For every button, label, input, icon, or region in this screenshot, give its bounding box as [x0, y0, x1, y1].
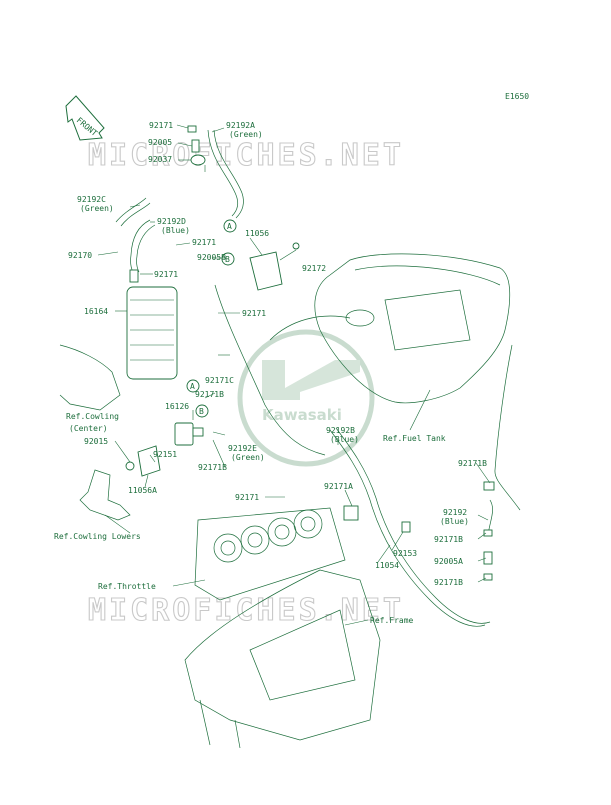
hose-92192d: [130, 219, 151, 273]
label-ref-cowling-lowers: Ref.Cowling Lowers: [54, 532, 141, 541]
label-92192b: 92192B: [326, 426, 355, 435]
ref-throttle-outline: [194, 507, 346, 601]
callout-b-lower-label: B: [199, 407, 204, 416]
label-92171-b: 92171: [192, 238, 216, 247]
label-92170: 92170: [68, 251, 92, 260]
label-92171b-d: 92171B: [434, 535, 463, 544]
label-92153: 92153: [393, 549, 417, 558]
callout-a-lower: [186, 379, 200, 393]
label-92192c-color: (Green): [80, 204, 114, 213]
callout-b-upper: [221, 252, 235, 266]
callout-b-lower: [195, 404, 209, 418]
label-92192: 92192: [443, 508, 467, 517]
label-92005-top: 92005: [148, 138, 172, 147]
label-ref-fuel-tank: Ref.Fuel Tank: [383, 434, 446, 443]
label-16126: 16126: [165, 402, 189, 411]
ref-cowling-center-outline: [59, 344, 121, 411]
canister-16164-icon: [126, 269, 178, 380]
label-92171-e: 92171: [235, 493, 259, 502]
label-92192d-color: (Blue): [161, 226, 190, 235]
fitting-92005-icon: [191, 139, 200, 153]
label-92192c: 92192C: [77, 195, 106, 204]
leader-lines: [97, 124, 491, 626]
clamp-92171b-d-icon: [483, 529, 493, 537]
clamp-92171b-e-icon: [483, 573, 493, 581]
hose-upper-run: [214, 284, 326, 456]
label-92015: 92015: [84, 437, 108, 446]
valve-16126-icon: [174, 422, 204, 446]
label-92192d: 92192D: [157, 217, 186, 226]
label-92151: 92151: [153, 450, 177, 459]
fitting-92037-icon: [190, 154, 206, 166]
logo-text: Kawasaki: [262, 406, 342, 424]
label-92172: 92172: [302, 264, 326, 273]
bolt-92172-icon: [292, 242, 300, 250]
label-92171-top: 92171: [149, 121, 173, 130]
label-92037: 92037: [148, 155, 172, 164]
ref-fuel-tank-outline: [269, 253, 511, 404]
label-92192-color: (Blue): [440, 517, 469, 526]
label-92005b: 92005B: [197, 253, 226, 262]
label-92192e: 92192E: [228, 444, 257, 453]
label-16164: 16164: [84, 307, 108, 316]
label-92171b-a: 92171B: [195, 390, 224, 399]
callout-a-upper-label: A: [227, 222, 232, 231]
label-92192a: 92192A: [226, 121, 255, 130]
bracket-11056a-icon: [137, 445, 161, 477]
label-11056a: 11056A: [128, 486, 157, 495]
diagram-code: E1650: [505, 92, 529, 101]
ref-frame-outline: [184, 569, 381, 749]
bolt-92153-icon: [401, 521, 411, 533]
clamp-92171b-c-icon: [483, 481, 495, 491]
label-11054: 11054: [375, 561, 399, 570]
front-arrow-icon: FRONT: [65, 95, 105, 141]
hose-92192c: [115, 197, 147, 223]
label-92171-d: 92171: [242, 309, 266, 318]
label-92192e-color: (Green): [231, 453, 265, 462]
ref-cowling-lowers-outline: [79, 469, 131, 521]
grommet-92015-icon: [125, 461, 135, 471]
label-ref-cowling-center-sub: (Center): [69, 424, 108, 433]
clamp-92171a-icon: [343, 505, 359, 521]
watermark-bottom: MICROFICHES.NET: [88, 593, 404, 628]
label-ref-throttle: Ref.Throttle: [98, 582, 156, 591]
label-92005a: 92005A: [434, 557, 463, 566]
kawasaki-logo: Kawasaki: [237, 329, 375, 467]
callout-a-lower-label: A: [190, 382, 195, 391]
hose-92192a: [207, 129, 238, 217]
label-92171a: 92171A: [324, 482, 353, 491]
label-ref-frame: Ref.Frame: [370, 616, 414, 625]
callout-a-upper: [223, 219, 237, 233]
fitting-92005a-icon: [483, 551, 493, 565]
label-92192a-color: (Green): [229, 130, 263, 139]
label-92171-c: 92171: [154, 270, 178, 279]
callout-b-upper-label: B: [225, 255, 230, 264]
bracket-11056-icon: [249, 251, 283, 291]
clamp-92171-top-icon: [187, 125, 197, 133]
label-92171c: 92171C: [205, 376, 234, 385]
label-92192b-color: (Blue): [330, 435, 359, 444]
watermark-top: MICROFICHES.NET: [88, 138, 404, 173]
label-92171b-c: 92171B: [458, 459, 487, 468]
part-labels: 92171 92192A (Green) 92005 92037 92192C …: [54, 121, 487, 625]
label-92171b-e: 92171B: [434, 578, 463, 587]
label-11056: 11056: [245, 229, 269, 238]
label-92171b-b: 92171B: [198, 463, 227, 472]
hose-92192-right-upper: [494, 344, 521, 511]
label-ref-cowling-center: Ref.Cowling: [66, 412, 119, 421]
hose-92192b: [329, 429, 486, 627]
